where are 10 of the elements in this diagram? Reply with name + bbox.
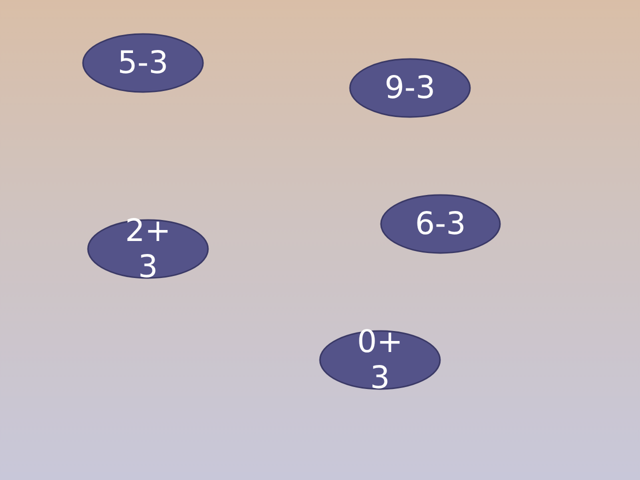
expression-label: 0+3 bbox=[356, 324, 404, 396]
oval-node bbox=[82, 33, 204, 93]
oval-node bbox=[349, 58, 471, 118]
expression-label: 6-3 bbox=[414, 206, 467, 242]
oval-node bbox=[319, 330, 441, 390]
oval-node bbox=[380, 194, 501, 254]
expression-label: 2+3 bbox=[124, 213, 172, 285]
expression-label: 5-3 bbox=[116, 45, 170, 81]
oval-node bbox=[87, 219, 209, 279]
expression-label: 9-3 bbox=[384, 70, 436, 106]
